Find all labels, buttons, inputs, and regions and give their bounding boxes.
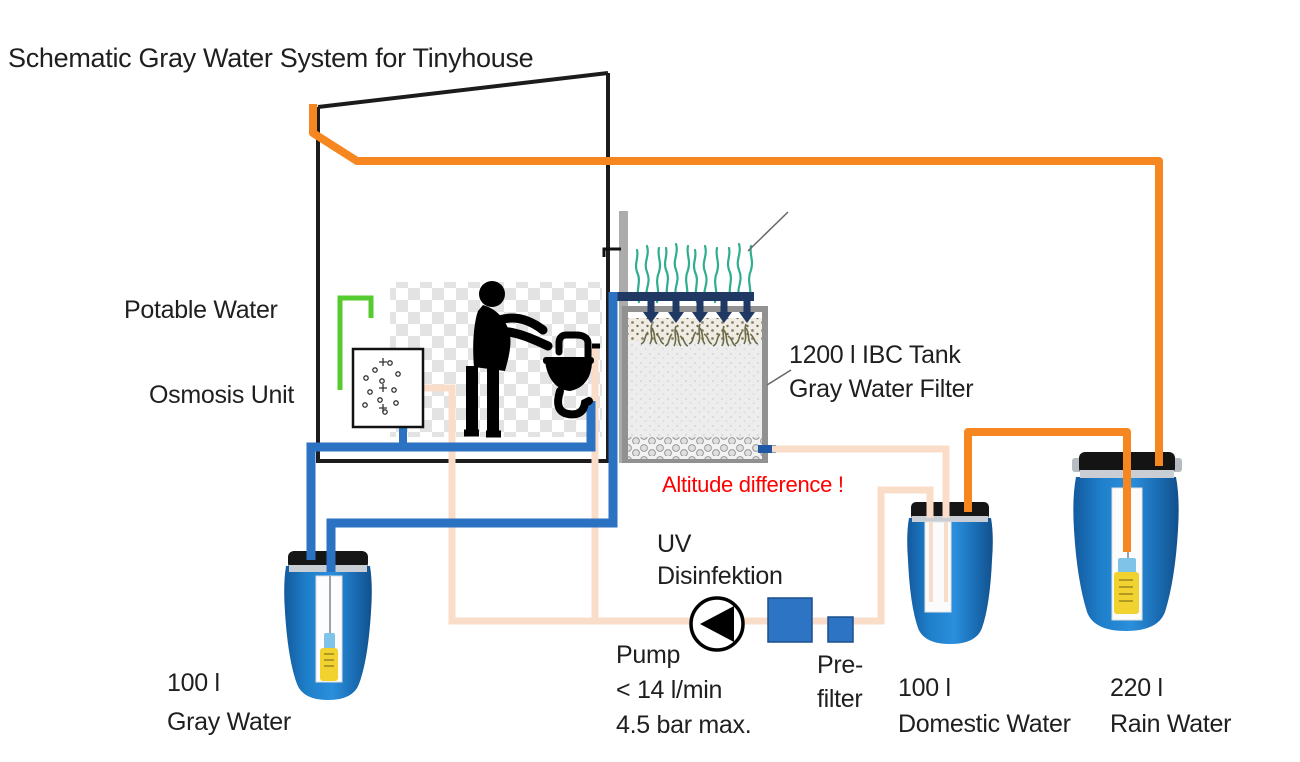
tank-label-leader-line: [766, 369, 792, 386]
house-roof: [317, 71, 609, 109]
label-prefilter: Pre- filter: [817, 648, 863, 716]
person-washing-hands-icon: [464, 281, 553, 438]
rain-water-pipes: [309, 104, 1163, 552]
submersible-pump-bottle: [320, 648, 338, 681]
label-domestic-water-barrel: 100 l Domestic Water: [898, 670, 1071, 742]
domestic-barrel-clamp-ring: [912, 516, 988, 522]
label-osmosis-unit: Osmosis Unit: [149, 381, 295, 409]
faucet-icon: [555, 331, 592, 362]
ibc-gravel-layer: [628, 437, 762, 459]
page-title: Schematic Gray Water System for Tinyhous…: [8, 43, 534, 73]
prefilter-icon: [827, 616, 854, 643]
label-altitude-warning: Altitude difference !: [662, 472, 844, 497]
ibc-substrate-layer: [628, 318, 762, 341]
pipe-pale-supply-loop: [423, 384, 934, 625]
uv-label-line2: Disinfektion: [657, 562, 783, 590]
rain-barrel-label-line1: 220 l: [1110, 674, 1163, 702]
submersible-pump-cap: [324, 633, 335, 649]
gray-barrel-label-line2: Gray Water: [167, 708, 291, 736]
ibc-tank-filter: [622, 306, 776, 463]
gray-water-barrel-icon: [284, 551, 372, 700]
house-outline: [316, 71, 610, 463]
label-pump-specs: Pump < 14 l/min 4.5 bar max.: [616, 638, 752, 743]
rain-barrel-label-line2: Rain Water: [1110, 710, 1232, 738]
gray-water-pipes: [306, 292, 618, 572]
ibc-tank-label-line2: Gray Water Filter: [789, 375, 974, 403]
gray-barrel-label-line1: 100 l: [167, 669, 220, 697]
sink-icon: [543, 331, 600, 419]
osmosis-unit-icon: [351, 347, 425, 429]
rain-pump-cap: [1118, 558, 1136, 574]
pipe-pale-filter-to-barrel: [772, 445, 950, 518]
pump-label-line2: < 14 l/min: [616, 676, 723, 704]
domestic-barrel-label-line2: Domestic Water: [898, 710, 1071, 738]
pipe-green-potable: [337, 295, 374, 390]
filter-distribution-manifold: [609, 292, 755, 323]
plants-leader-line: [747, 211, 789, 252]
pump-label-line1: Pump: [616, 641, 681, 669]
pipe-blue-sink-drain: [306, 401, 596, 560]
ibc-sand-layer: [628, 341, 762, 437]
rain-pump-bottle: [1114, 572, 1139, 614]
manifold-arrows: [643, 298, 755, 323]
pipe-orange-rain-to-domestic: [964, 428, 1131, 552]
pump-icon: [689, 596, 745, 652]
label-rain-water-barrel: 220 l Rain Water: [1110, 670, 1231, 742]
label-potable-water: Potable Water: [124, 296, 278, 324]
domestic-barrel-label-line1: 100 l: [898, 674, 951, 702]
domestic-water-barrel-icon: [907, 502, 993, 644]
post-bracket: [602, 247, 621, 257]
ibc-outlet-stub: [758, 445, 776, 453]
label-uv-disinfection: UV Disinfektion: [657, 528, 783, 592]
uv-disinfection-icon: [767, 597, 813, 643]
prefilter-label-line1: Pre-: [817, 651, 864, 679]
label-gray-water-barrel: 100 l Gray Water: [167, 664, 291, 742]
pipe-orange-gutter: [309, 104, 1163, 466]
uv-label-line1: UV: [657, 530, 692, 558]
ibc-tank-label-line1: 1200 l IBC Tank: [789, 341, 961, 369]
pipe-blue-barrel-to-filter: [326, 292, 618, 572]
label-ibc-tank: 1200 l IBC Tank Gray Water Filter: [789, 338, 974, 406]
sink-trap-icon: [554, 387, 593, 419]
pump-label-line3: 4.5 bar max.: [616, 711, 752, 739]
prefilter-label-line2: filter: [817, 685, 863, 713]
